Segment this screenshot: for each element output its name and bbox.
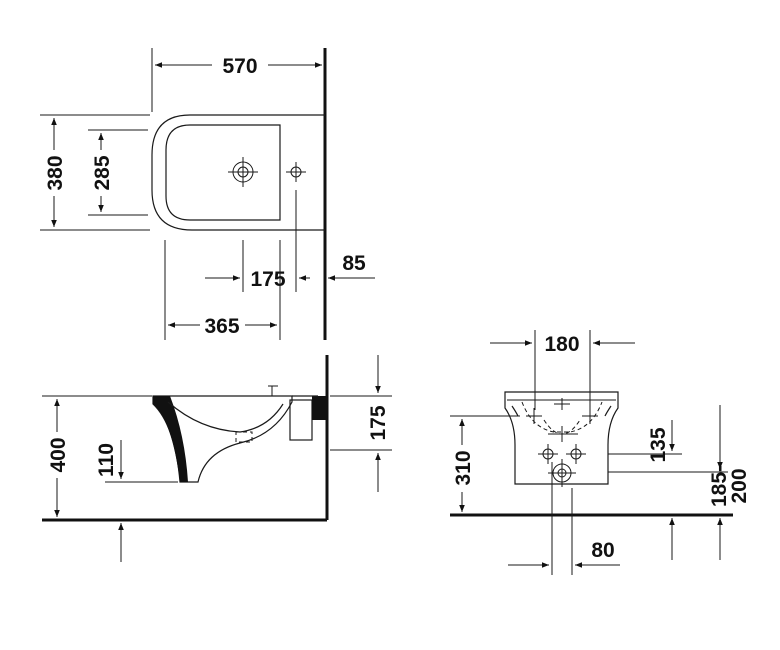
dim-label-175-top: 175 — [250, 268, 285, 291]
dim-label-85: 85 — [342, 252, 366, 275]
dim-label-310: 310 — [452, 450, 475, 485]
overflow-hole-symbol — [286, 162, 306, 182]
side-view-bidet-wall-section — [153, 396, 188, 482]
dim-label-400: 400 — [47, 437, 70, 472]
dim-label-185-200: 185-200 — [708, 465, 751, 507]
dim-label-285: 285 — [91, 155, 114, 190]
dim-label-135: 135 — [647, 427, 670, 462]
side-view-inlet — [235, 431, 253, 443]
top-view: 570 380 285 175 85 365 — [40, 48, 375, 340]
dim-label-570: 570 — [222, 55, 257, 78]
front-view-waste-outlet — [548, 459, 576, 487]
side-view-wall-plate — [312, 396, 327, 420]
front-view-fixing-holes — [538, 444, 586, 464]
dim-label-365: 365 — [204, 315, 239, 338]
side-view-bracket — [289, 399, 313, 441]
front-view-bidet-body — [504, 391, 619, 485]
tap-hole-symbol — [228, 157, 258, 187]
side-view: 400 110 175 — [42, 355, 392, 562]
dim-label-180: 180 — [544, 333, 579, 356]
dim-label-175-side: 175 — [367, 405, 390, 440]
dim-label-80: 80 — [591, 539, 614, 562]
front-view: 180 310 135 185-200 80 — [450, 330, 751, 575]
top-view-bowl-outline — [151, 114, 325, 231]
dim-label-110: 110 — [95, 443, 118, 477]
side-view-bowl-inner — [167, 401, 284, 433]
front-view-tap-symbols — [526, 398, 598, 442]
dim-label-380: 380 — [44, 155, 67, 190]
top-view-rim — [165, 124, 281, 221]
